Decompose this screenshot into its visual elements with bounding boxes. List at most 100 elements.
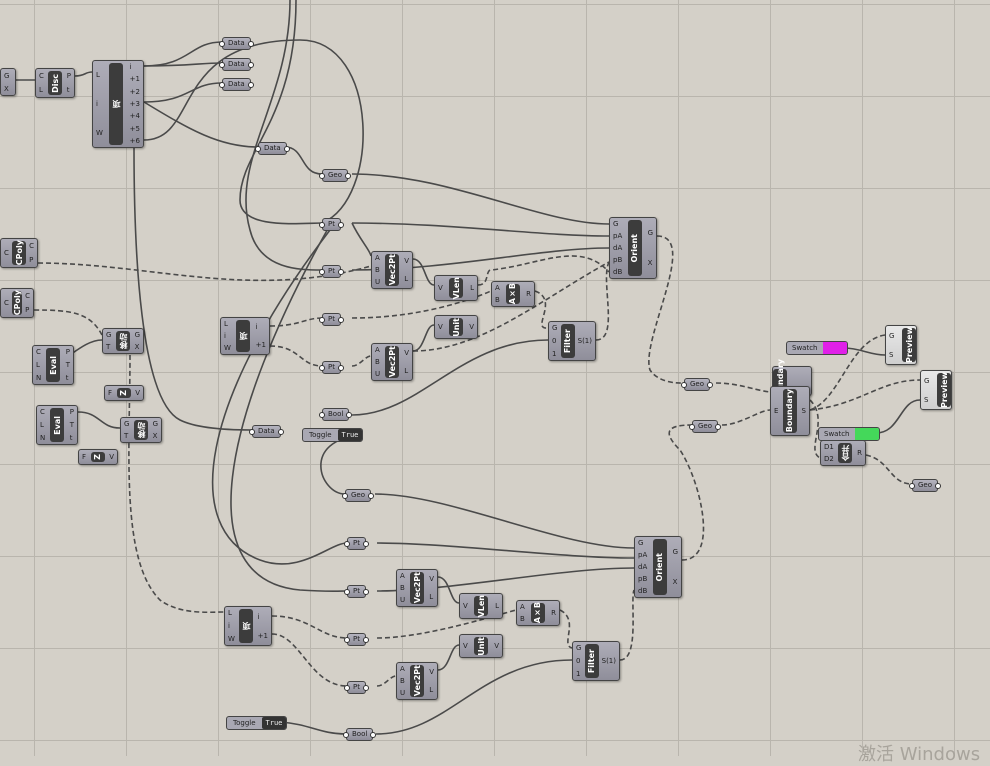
output-port[interactable]: G [4,71,10,80]
input-port[interactable]: i [224,332,226,340]
output-port[interactable]: +2 [129,87,140,96]
output-port[interactable]: +4 [129,112,140,121]
input-port[interactable]: U [400,596,406,604]
geo-param[interactable]: Geo [318,169,352,182]
input-port[interactable]: B [495,296,500,304]
input-port[interactable]: B [375,358,380,366]
output-port[interactable]: +1 [257,631,268,640]
input-port[interactable]: A [375,254,380,262]
output-port[interactable]: P [29,256,34,264]
output-port[interactable]: t [65,373,69,382]
output-port[interactable]: X [152,432,158,440]
output-port[interactable]: +5 [129,124,140,133]
output-port[interactable]: i [255,323,258,331]
input-port[interactable]: dA [638,563,648,571]
input-port[interactable]: E [774,407,779,415]
input-port[interactable]: U [375,278,381,286]
input-port[interactable]: C [36,348,41,357]
output-port[interactable]: L [404,367,409,375]
data-param[interactable]: Data [219,58,254,71]
input-port[interactable]: F [82,453,87,461]
input-port[interactable]: G [576,644,582,653]
output-port[interactable]: T [69,420,74,429]
output-port[interactable]: L [470,284,474,292]
output-port[interactable]: V [109,453,114,461]
bool-param[interactable]: Bool [318,408,353,421]
output-port[interactable]: +1 [255,341,266,349]
bool-param[interactable]: Bool [342,728,377,741]
data-param[interactable]: Data [219,37,254,50]
output-port[interactable]: S [801,407,806,415]
output-port[interactable]: V [404,349,409,357]
output-port[interactable]: G [134,331,140,339]
input-port[interactable]: B [400,584,405,592]
toggle-value[interactable]: True [261,717,287,729]
input-port[interactable]: A [495,284,500,292]
input-port[interactable]: 0 [552,336,557,345]
input-port[interactable]: G [552,324,558,333]
input-port[interactable]: 0 [576,656,581,665]
output-port[interactable]: P [69,408,74,417]
output-port[interactable]: t [66,86,70,94]
output-port[interactable]: X [134,343,140,351]
input-port[interactable]: V [438,323,443,331]
pt-param[interactable]: Pt [319,313,344,326]
output-port[interactable]: G [672,548,678,556]
output-port[interactable]: i [257,612,260,621]
pt-param[interactable]: Pt [344,633,369,646]
input-port[interactable]: L [39,86,43,94]
input-port[interactable]: G [924,376,930,385]
input-port[interactable]: U [400,689,406,697]
output-port[interactable]: G [152,420,158,428]
input-port[interactable]: W [96,128,103,137]
output-port[interactable]: L [429,593,434,601]
input-port[interactable]: G [638,539,644,547]
input-port[interactable]: A [400,572,405,580]
output-port[interactable]: V [469,323,474,331]
output-port[interactable]: V [404,257,409,265]
output-port[interactable]: R [857,449,862,457]
geo-param[interactable]: Geo [908,479,942,492]
input-port[interactable]: A [375,346,380,354]
data-param[interactable]: Data [249,425,284,438]
output-port[interactable]: S(1) [577,337,592,345]
input-port[interactable]: N [36,373,42,382]
input-port[interactable]: pB [613,256,623,264]
output-port[interactable]: +6 [129,136,140,145]
input-port[interactable]: L [224,320,228,328]
output-port[interactable]: V [135,389,140,397]
colour-swatch[interactable]: Swatch [818,427,880,441]
input-port[interactable]: L [228,609,232,618]
input-port[interactable]: A [520,603,525,611]
input-port[interactable]: T [106,343,111,351]
pt-param[interactable]: Pt [344,681,369,694]
output-port[interactable]: P [65,348,70,357]
input-port[interactable]: L [96,71,100,80]
input-port[interactable]: A [400,665,405,673]
input-port[interactable]: C [4,249,9,257]
geo-param[interactable]: Geo [688,420,722,433]
output-port[interactable]: X [4,84,9,93]
input-port[interactable]: W [228,634,235,643]
